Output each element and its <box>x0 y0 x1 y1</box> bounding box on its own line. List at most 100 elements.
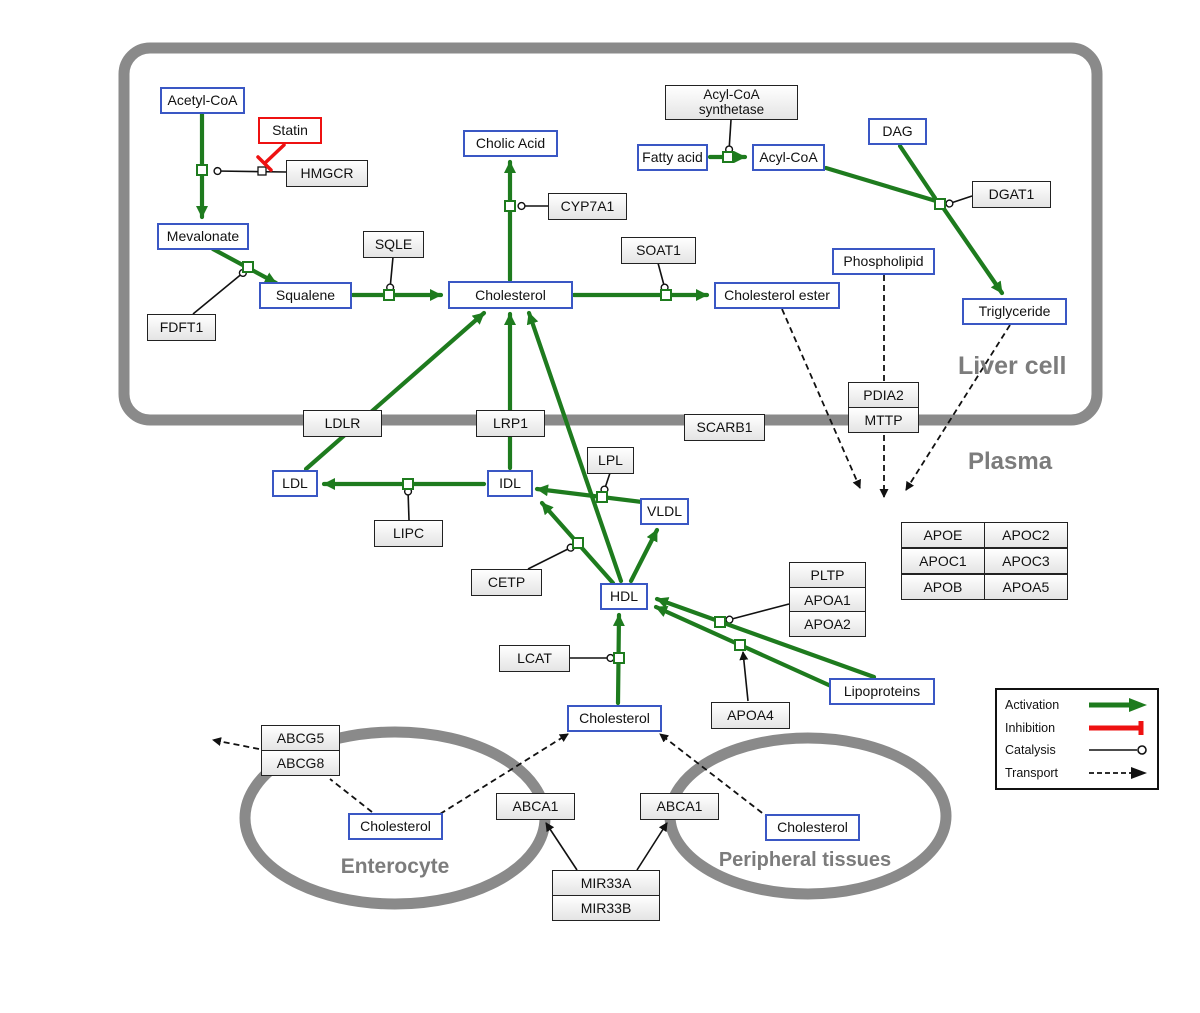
node-acyl-coa[interactable]: Acyl-CoA <box>752 144 825 171</box>
inhibition-tbar-icon <box>1089 720 1144 735</box>
edge-ldl-liver-cholesterol <box>303 310 487 472</box>
plasma-label: Plasma <box>968 448 1053 475</box>
stack-pdia2-mttp: PDIA2 MTTP <box>848 381 919 433</box>
node-statin[interactable]: Statin <box>258 117 322 144</box>
apo-apoa5[interactable]: APOA5 <box>983 574 1068 600</box>
enzyme-apoa4[interactable]: APOA4 <box>711 702 790 729</box>
legend-inhibition: Inhibition <box>1005 720 1149 736</box>
legend-activation-label: Activation <box>1005 698 1060 713</box>
enzyme-cetp[interactable]: CETP <box>471 569 542 596</box>
node-cholesterol-enterocyte[interactable]: Cholesterol <box>348 813 443 840</box>
legend-catalysis: Catalysis <box>1005 742 1149 758</box>
enzyme-cyp7a1[interactable]: CYP7A1 <box>548 193 627 220</box>
node-vldl[interactable]: VLDL <box>640 498 689 525</box>
edge-cholesterol-to-abcg <box>329 778 373 813</box>
legend-catalysis-label: Catalysis <box>1005 743 1056 758</box>
enzyme-label-line1: Acyl-CoA <box>703 87 760 103</box>
node-hdl[interactable]: HDL <box>600 583 648 610</box>
apo-apob[interactable]: APOB <box>900 574 985 600</box>
stack-pltp-apoa: PLTP APOA1 APOA2 <box>789 561 866 638</box>
transporter-abca1-enterocyte[interactable]: ABCA1 <box>496 793 575 820</box>
stack-abcg: ABCG5 ABCG8 <box>261 724 340 776</box>
catalysis-lpl <box>600 472 611 494</box>
catalysis-circle-icon <box>1089 745 1147 756</box>
edge-abcg-export <box>212 737 260 750</box>
catalysis-hmgcr <box>213 166 287 176</box>
edge-hdl-liver-cholesterol <box>526 310 624 584</box>
catalysis-fdft1 <box>192 268 247 315</box>
enzyme-pdia2[interactable]: PDIA2 <box>848 381 919 408</box>
catalysis-lipc <box>403 487 413 521</box>
edge-hdl-vldl <box>628 527 660 584</box>
peripheral-tissues-label: Peripheral tissues <box>718 849 892 871</box>
enzyme-hmgcr[interactable]: HMGCR <box>286 160 368 187</box>
catalysis-acyl-coa-synthetase <box>724 119 734 154</box>
apolipoprotein-table: APOE APOC2 APOC1 APOC3 APOB APOA5 <box>900 522 1068 600</box>
legend: Activation Inhibition Catalysis Transpor… <box>995 688 1159 790</box>
enzyme-lpl[interactable]: LPL <box>587 447 634 474</box>
mirna-mir33b[interactable]: MIR33B <box>552 894 660 921</box>
enzyme-mttp[interactable]: MTTP <box>848 406 919 433</box>
node-mevalonate[interactable]: Mevalonate <box>157 223 249 250</box>
edge-lipoproteins-hdl-lower <box>653 604 845 694</box>
node-cholesterol-plasma[interactable]: Cholesterol <box>567 705 662 732</box>
activation-arrow-icon <box>1089 698 1147 713</box>
apo-apoc3[interactable]: APOC3 <box>983 548 1068 574</box>
node-cholesterol-peripheral[interactable]: Cholesterol <box>765 814 860 841</box>
node-lipoproteins[interactable]: Lipoproteins <box>829 678 935 705</box>
enzyme-label-line2: synthetase <box>698 101 765 117</box>
transporter-abcg5[interactable]: ABCG5 <box>261 724 340 751</box>
node-cholesterol-liver[interactable]: Cholesterol <box>448 281 573 309</box>
node-triglyceride[interactable]: Triglyceride <box>962 298 1067 325</box>
edge-cholester-to-plasma <box>781 308 861 489</box>
edge-triglyceride-to-plasma <box>905 324 1011 491</box>
enzyme-soat1[interactable]: SOAT1 <box>621 237 696 264</box>
receptor-lrp1[interactable]: LRP1 <box>476 410 545 437</box>
node-cholic-acid[interactable]: Cholic Acid <box>463 130 558 157</box>
catalysis-soat1 <box>657 262 669 292</box>
enzyme-lcat[interactable]: LCAT <box>499 645 570 672</box>
mirna-mir33a[interactable]: MIR33A <box>552 869 660 896</box>
enterocyte-label: Enterocyte <box>340 855 450 878</box>
edge-lipoproteins-hdl-upper <box>654 596 877 680</box>
reaction-nodes <box>196 151 946 664</box>
connector-apoa4 <box>739 651 749 702</box>
enzyme-apoa1[interactable]: APOA1 <box>789 586 866 613</box>
enzyme-dgat1[interactable]: DGAT1 <box>972 181 1051 208</box>
enzyme-fdft1[interactable]: FDFT1 <box>147 314 216 341</box>
node-ldl[interactable]: LDL <box>272 470 318 497</box>
apo-apoc1[interactable]: APOC1 <box>900 548 985 574</box>
legend-activation: Activation <box>1005 697 1149 713</box>
apo-apoe[interactable]: APOE <box>900 522 985 548</box>
inhibition-statin <box>256 143 286 172</box>
node-dag[interactable]: DAG <box>868 118 927 145</box>
node-squalene[interactable]: Squalene <box>259 282 352 309</box>
transport-dashed-arrow-icon <box>1089 766 1147 779</box>
transporter-abcg8[interactable]: ABCG8 <box>261 749 340 776</box>
node-idl[interactable]: IDL <box>487 470 533 497</box>
receptor-scarb1[interactable]: SCARB1 <box>684 414 765 441</box>
edge-junction-triglyceride <box>941 206 1005 296</box>
node-phospholipid[interactable]: Phospholipid <box>832 248 935 275</box>
receptor-ldlr[interactable]: LDLR <box>303 410 382 437</box>
connector-mir33-abca1-right <box>636 822 668 871</box>
transporter-abca1-peripheral[interactable]: ABCA1 <box>640 793 719 820</box>
edge-enterocyte-cholesterol-efflux <box>439 733 569 815</box>
liver-cell-label: Liver cell <box>958 352 1067 380</box>
node-acetyl-coa[interactable]: Acetyl-CoA <box>160 87 245 114</box>
enzyme-acyl-coa-synthetase[interactable]: Acyl-CoA synthetase <box>665 85 798 120</box>
enzyme-pltp[interactable]: PLTP <box>789 561 866 588</box>
apo-apoc2[interactable]: APOC2 <box>983 522 1068 548</box>
enzyme-sqle[interactable]: SQLE <box>363 231 424 258</box>
catalysis-dgat1 <box>945 195 973 208</box>
node-cholesterol-ester[interactable]: Cholesterol ester <box>714 282 840 309</box>
enzyme-apoa2[interactable]: APOA2 <box>789 611 866 638</box>
connector-mir33-abca1-left <box>545 822 578 871</box>
node-fatty-acid[interactable]: Fatty acid <box>637 144 708 171</box>
legend-transport: Transport <box>1005 765 1149 781</box>
enzyme-lipc[interactable]: LIPC <box>374 520 443 547</box>
catalysis-pltp-apoa <box>725 603 790 624</box>
edge-dag-dgat-junction <box>897 143 938 201</box>
